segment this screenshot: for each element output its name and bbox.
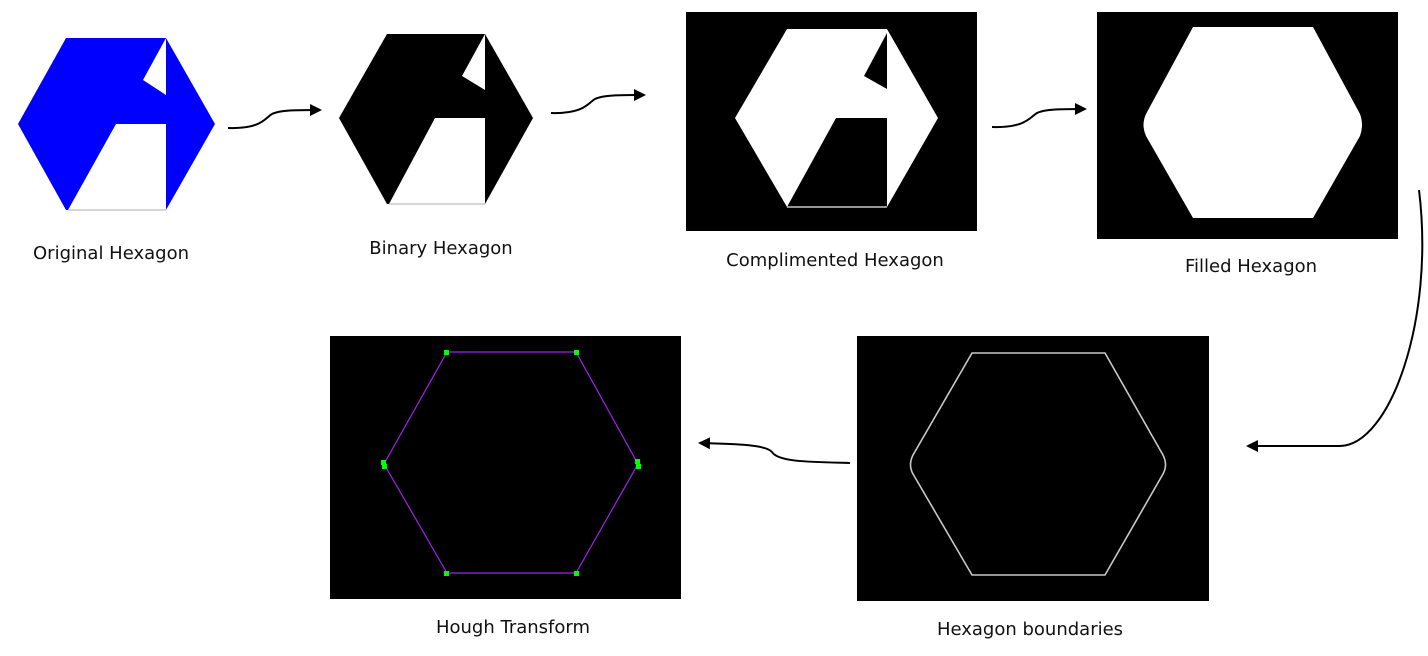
boundaries-hexagon-image (857, 336, 1209, 601)
caption-boundaries: Hexagon boundaries (936, 619, 1124, 640)
arrow-complimented-to-filled (991, 103, 1087, 129)
caption-hough: Hough Transform (435, 617, 591, 638)
arrow-filled-to-boundaries (1246, 189, 1424, 452)
filled-hexagon-image (1097, 12, 1398, 239)
hough-transform-image (330, 336, 681, 599)
hough-panel (330, 336, 681, 599)
filled-hexagon-shape (1143, 27, 1362, 218)
hough-vertex-marker (382, 464, 387, 469)
hough-vertex-marker (574, 571, 579, 576)
hough-vertex-marker (444, 571, 449, 576)
caption-binary: Binary Hexagon (369, 238, 513, 259)
arrow-binary-to-complimented (550, 89, 646, 115)
complimented-cut-bottom (787, 118, 887, 207)
hough-vertex-marker (444, 350, 449, 355)
hough-vertex-marker (636, 464, 641, 469)
original-cut-notch (143, 38, 166, 95)
binary-cut-notch (462, 34, 485, 90)
hough-vertex-marker (381, 460, 386, 465)
hough-vertex-marker (635, 459, 640, 464)
caption-filled: Filled Hexagon (1184, 256, 1318, 277)
original-hexagon-image (18, 38, 215, 211)
complimented-cut-notch (864, 33, 887, 89)
boundaries-panel (857, 336, 1209, 601)
original-cut-bottom (68, 124, 166, 210)
binary-hexagon-image (339, 34, 533, 205)
boundaries-hexagon-outline (909, 352, 1167, 576)
binary-cut-bottom (389, 118, 485, 204)
hough-vertex-marker (574, 350, 579, 355)
caption-complimented: Complimented Hexagon (726, 250, 944, 271)
arrow-boundaries-to-hough (698, 437, 851, 464)
complimented-hexagon-image (686, 12, 977, 231)
arrow-original-to-binary (227, 104, 322, 130)
caption-original: Original Hexagon (33, 243, 189, 264)
